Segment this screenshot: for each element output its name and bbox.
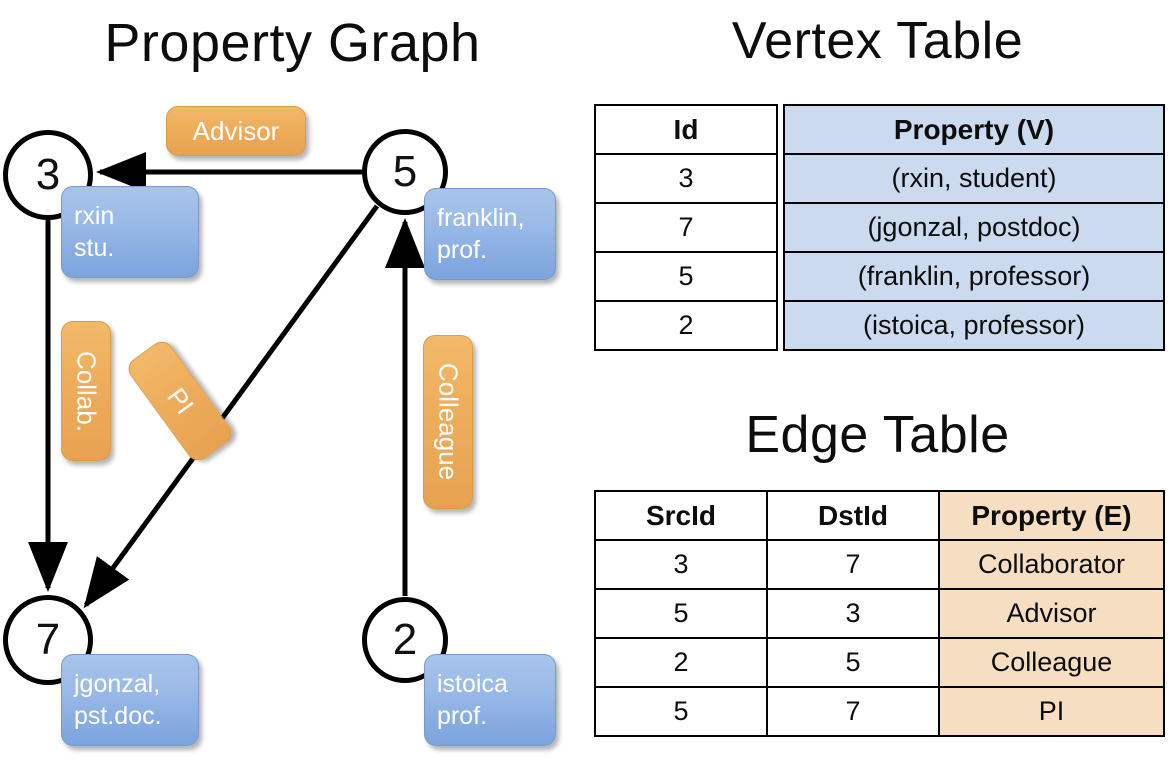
graph-node-3-label: 3 (35, 150, 61, 199)
edge-label-colleague-text: Colleague (433, 363, 464, 481)
vertex-table-id-column: Id 3 7 5 2 (594, 104, 778, 351)
edge-table-cell-property: Advisor (938, 588, 1165, 639)
graph-node-5-label: 5 (392, 147, 418, 196)
page-title-property-graph: Property Graph (104, 13, 481, 73)
edge-table-header-dstid: DstId (766, 490, 940, 541)
edge-label-advisor-text: Advisor (192, 115, 280, 146)
table-row[interactable]: 2 (594, 300, 778, 351)
node-property-rxin-line2: stu. (74, 234, 115, 262)
edge-table-cell-srcid: 5 (594, 588, 768, 639)
vertex-table-header-id: Id (594, 104, 778, 155)
table-header-row: Id (594, 104, 778, 155)
table-header-row: SrcId DstId (594, 490, 940, 541)
vertex-table-property-column: Property (V) (rxin, student) (jgonzal, p… (783, 104, 1165, 351)
table-row[interactable]: Colleague (938, 637, 1165, 688)
table-row[interactable]: PI (938, 686, 1165, 737)
edge-table-property-column: Property (E) Collaborator Advisor Collea… (938, 490, 1165, 737)
table-row[interactable]: (jgonzal, postdoc) (783, 202, 1165, 253)
edge-table-id-columns: SrcId DstId 3 7 5 3 2 5 5 7 (594, 490, 940, 737)
table-row[interactable]: Collaborator (938, 539, 1165, 590)
table-row[interactable]: 5 7 (594, 686, 940, 737)
table-row[interactable]: 3 (594, 153, 778, 204)
edge-table-cell-srcid: 3 (594, 539, 768, 590)
edge-label-box-collab[interactable]: Collab. (61, 321, 111, 461)
edge-label-collab-text: Collab. (71, 350, 102, 432)
table-row[interactable]: 3 7 (594, 539, 940, 590)
table-row[interactable]: (rxin, student) (783, 153, 1165, 204)
graph-node-5[interactable]: 5 (362, 129, 448, 215)
page-title-edge-table: Edge Table (745, 406, 1010, 464)
edge-table-cell-srcid: 5 (594, 686, 768, 737)
table-row[interactable]: (istoica, professor) (783, 300, 1165, 351)
table-row[interactable]: 7 (594, 202, 778, 253)
node-property-box-jgonzal[interactable]: jgonzal, pst.doc. (61, 654, 199, 746)
table-header-row: Property (V) (783, 104, 1165, 155)
table-row[interactable]: (franklin, professor) (783, 251, 1165, 302)
graph-node-7-label: 7 (35, 615, 61, 664)
edge-label-pi-text: PI (161, 381, 200, 420)
vertex-table-cell-property: (istoica, professor) (783, 300, 1165, 351)
table-row[interactable]: 2 5 (594, 637, 940, 688)
node-property-franklin-line1: franklin, (437, 204, 525, 232)
vertex-table-cell-property: (rxin, student) (783, 153, 1165, 204)
vertex-table-cell-id: 2 (594, 300, 778, 351)
edge-table-header-property: Property (E) (938, 490, 1165, 541)
edge-table-cell-dstid: 3 (766, 588, 940, 639)
edge-table-cell-property: Colleague (938, 637, 1165, 688)
vertex-table-cell-id: 3 (594, 153, 778, 204)
edge-table-cell-srcid: 2 (594, 637, 768, 688)
node-property-franklin-line2: prof. (437, 236, 488, 264)
edge-label-box-advisor[interactable]: Advisor (166, 106, 306, 156)
vertex-table-cell-property: (jgonzal, postdoc) (783, 202, 1165, 253)
graph-node-2[interactable]: 2 (362, 597, 448, 683)
node-property-jgonzal-line1: jgonzal, (74, 670, 161, 698)
node-property-istoica-line2: prof. (437, 702, 488, 730)
node-property-box-istoica[interactable]: istoica prof. (424, 654, 556, 746)
graph-node-2-label: 2 (392, 615, 418, 664)
edge-label-box-colleague[interactable]: Colleague (423, 335, 473, 509)
vertex-table-cell-id: 5 (594, 251, 778, 302)
vertex-table-header-property: Property (V) (783, 104, 1165, 155)
table-row[interactable]: 5 3 (594, 588, 940, 639)
node-property-istoica-line1: istoica (437, 670, 508, 698)
vertex-table-cell-id: 7 (594, 202, 778, 253)
graph-edges-layer (28, 152, 425, 609)
node-property-box-rxin[interactable]: rxin stu. (61, 186, 199, 278)
edge-table-cell-dstid: 7 (766, 539, 940, 590)
edge-table-cell-property: Collaborator (938, 539, 1165, 590)
node-property-jgonzal-line2: pst.doc. (74, 702, 162, 730)
edge-table-header-srcid: SrcId (594, 490, 768, 541)
node-property-box-franklin[interactable]: franklin, prof. (424, 188, 556, 280)
edge-table-cell-dstid: 5 (766, 637, 940, 688)
table-header-row: Property (E) (938, 490, 1165, 541)
table-row[interactable]: Advisor (938, 588, 1165, 639)
edge-5-to-7 (83, 204, 380, 609)
page-title-vertex-table: Vertex Table (731, 12, 1024, 70)
edge-table-cell-property: PI (938, 686, 1165, 737)
edge-table-cell-dstid: 7 (766, 686, 940, 737)
node-property-rxin-line1: rxin (74, 202, 115, 230)
vertex-table-cell-property: (franklin, professor) (783, 251, 1165, 302)
table-row[interactable]: 5 (594, 251, 778, 302)
